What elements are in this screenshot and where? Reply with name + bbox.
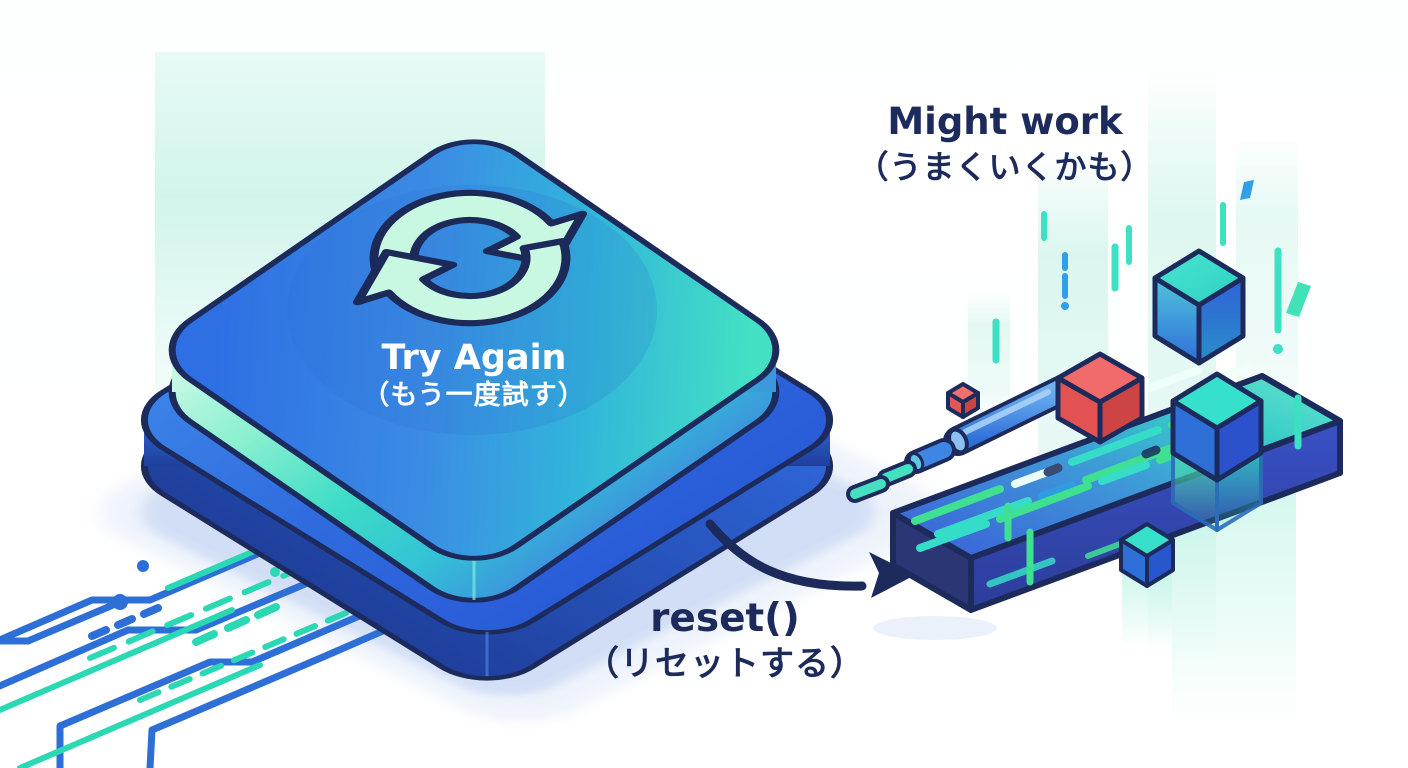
outcome-label: Might work （うまくいくかも） — [800, 100, 1210, 190]
stacked-cubes — [1170, 371, 1264, 532]
refresh-cycle-icon — [352, 189, 588, 327]
teal-streaks — [992, 180, 1311, 450]
small-red-cube — [946, 382, 980, 419]
try-again-label-ja: （もう一度試す） — [362, 380, 586, 411]
red-cube — [1055, 351, 1145, 445]
reset-label-ja: （リセットする） — [585, 644, 865, 684]
try-again-label-en: Try Again — [381, 338, 567, 378]
circuit-traces — [0, 504, 424, 768]
try-again-button-label: Try Again （もう一度試す） — [294, 338, 654, 414]
outcome-label-en: Might work — [887, 100, 1123, 143]
data-pipe — [846, 375, 1077, 503]
reset-label-en: reset() — [650, 596, 800, 641]
try-again-button[interactable] — [147, 125, 800, 618]
outcome-label-ja: （うまくいくかも） — [856, 148, 1154, 186]
data-illustration — [846, 180, 1343, 724]
curved-arrow-icon — [705, 519, 915, 598]
floating-cube — [1152, 248, 1246, 366]
reset-action-label: reset() （リセットする） — [535, 596, 915, 686]
small-cube — [1119, 522, 1175, 588]
